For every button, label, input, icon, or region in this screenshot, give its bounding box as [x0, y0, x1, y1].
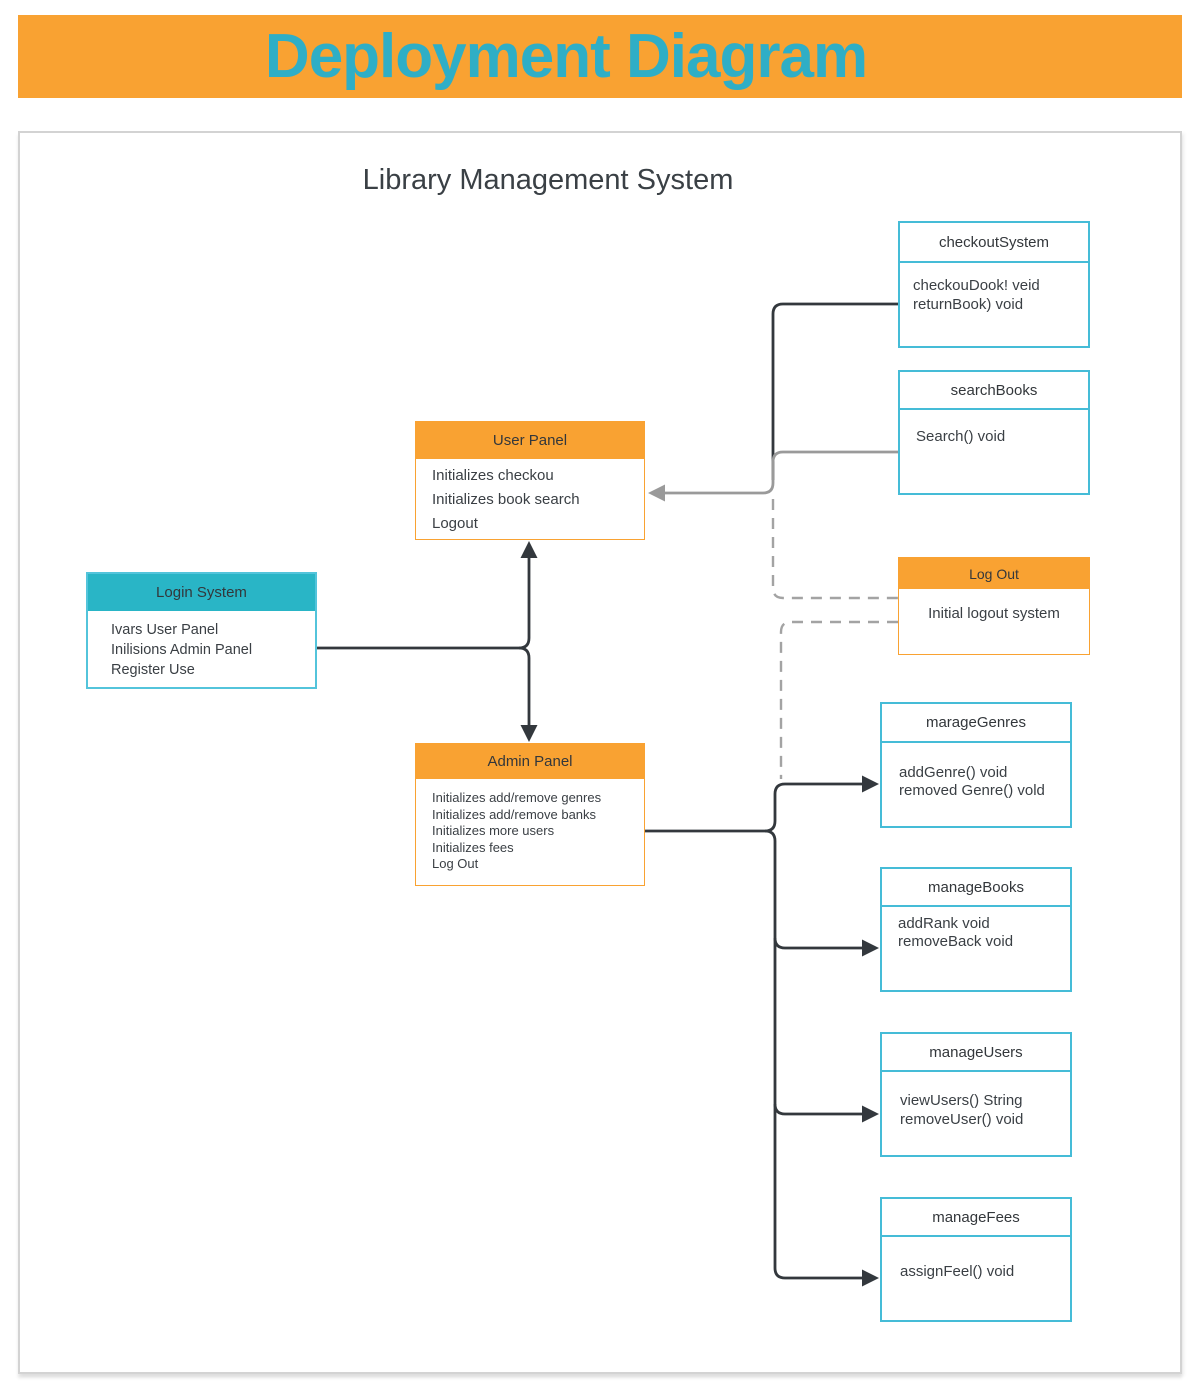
body-line: Register Use	[111, 662, 195, 678]
node-body: addGenre() void removed Genre() vold	[882, 743, 1070, 821]
banner-title: Deployment Diagram	[264, 21, 868, 91]
node-title: manageUsers	[882, 1034, 1070, 1072]
node-manage-users[interactable]: manageUsers viewUsers() String removeUse…	[880, 1032, 1072, 1157]
body-line: addRank void	[898, 915, 990, 932]
node-user-panel[interactable]: User Panel Initializes checkou Initializ…	[415, 421, 645, 540]
body-line: assignFeel() void	[900, 1263, 1015, 1280]
node-manage-fees[interactable]: manageFees assignFeel() void	[880, 1197, 1072, 1322]
arrowhead-right-managebooks	[862, 939, 879, 957]
body-line: Initializes add/remove banks	[432, 806, 597, 822]
arrowhead-down-adminpanel	[520, 725, 538, 742]
node-body: Initializes checkou Initializes book sea…	[416, 459, 644, 541]
body-line: Initializes more users	[432, 823, 555, 838]
node-search-books[interactable]: searchBooks Search() void	[898, 370, 1090, 495]
connector-admin-to-manageusers	[773, 1103, 863, 1116]
body-line: addGenre() void	[899, 764, 1008, 781]
body-line: Initializes fees	[432, 839, 514, 855]
body-line: checkouDook! veid	[913, 277, 1040, 294]
body-line: Logout	[432, 515, 478, 532]
body-line: viewUsers() String	[900, 1092, 1023, 1109]
body-line: returnBook) void	[913, 296, 1024, 313]
node-body: assignFeel() void	[882, 1237, 1070, 1306]
node-body: addRank void removeBack void	[882, 907, 1070, 959]
banner: Deployment Diagram	[18, 15, 1182, 98]
node-body: Search() void	[900, 410, 1088, 463]
connector-dashed-to-logout	[771, 499, 898, 600]
arrowhead-right-manageusers	[862, 1105, 879, 1123]
connector-dashed-from-logout	[779, 620, 898, 779]
body-line: removed Genre() vold	[899, 782, 1045, 799]
arrowhead-right-maragegenres	[862, 775, 879, 793]
connector-login-to-userpanel	[317, 558, 531, 650]
connector-searchbooks-to-userpanel	[664, 450, 898, 495]
node-title: Login System	[88, 574, 315, 611]
node-title: checkoutSystem	[900, 223, 1088, 263]
node-log-out[interactable]: Log Out Initial logout system	[898, 557, 1090, 655]
node-title: manageFees	[882, 1199, 1070, 1237]
node-manage-books[interactable]: manageBooks addRank void removeBack void	[880, 867, 1072, 992]
body-line: Ivars User Panel	[111, 622, 219, 638]
body-line: Inilisions Admin Panel	[111, 642, 253, 658]
diagram-title: Library Management System	[362, 164, 734, 196]
body-line: Initializes book search	[432, 491, 580, 508]
connector-checkoutsystem	[771, 302, 898, 480]
node-body: viewUsers() String removeUser() void	[882, 1072, 1070, 1148]
connector-admin-to-maragegenres	[645, 782, 863, 833]
node-body: Initial logout system	[899, 589, 1089, 638]
body-line: removeUser() void	[900, 1111, 1024, 1128]
body-line: Search() void	[916, 428, 1006, 445]
connector-admin-to-managebooks	[773, 937, 863, 950]
node-login-system[interactable]: Login System Ivars User Panel Inilisions…	[86, 572, 317, 689]
node-title: Admin Panel	[416, 744, 644, 779]
connector-admin-trunk	[764, 829, 863, 1280]
node-body: Initializes add/remove genres Initialize…	[416, 779, 644, 884]
body-line: Initializes checkou	[432, 467, 554, 484]
node-body: Ivars User Panel Inilisions Admin Panel …	[88, 611, 315, 689]
body-line: Initial logout system	[928, 605, 1060, 622]
node-title: Log Out	[899, 558, 1089, 589]
node-admin-panel[interactable]: Admin Panel Initializes add/remove genre…	[415, 743, 645, 886]
node-title: User Panel	[416, 422, 644, 459]
node-title: manageBooks	[882, 869, 1070, 907]
body-line: removeBack void	[898, 933, 1014, 950]
arrowhead-right-managefees	[862, 1269, 879, 1287]
node-title: marageGenres	[882, 704, 1070, 743]
node-body: checkouDook! veid returnBook) void	[900, 263, 1088, 327]
node-title: searchBooks	[900, 372, 1088, 410]
node-marage-genres[interactable]: marageGenres addGenre() void removed Gen…	[880, 702, 1072, 828]
connector-login-to-adminpanel	[518, 646, 531, 725]
body-line: Initializes add/remove genres	[432, 790, 602, 805]
node-checkout-system[interactable]: checkoutSystem checkouDook! veid returnB…	[898, 221, 1090, 348]
arrowhead-left-userpanel-gray	[648, 484, 665, 502]
arrowhead-up-userpanel	[520, 541, 538, 558]
body-line: Log Out	[432, 856, 479, 871]
